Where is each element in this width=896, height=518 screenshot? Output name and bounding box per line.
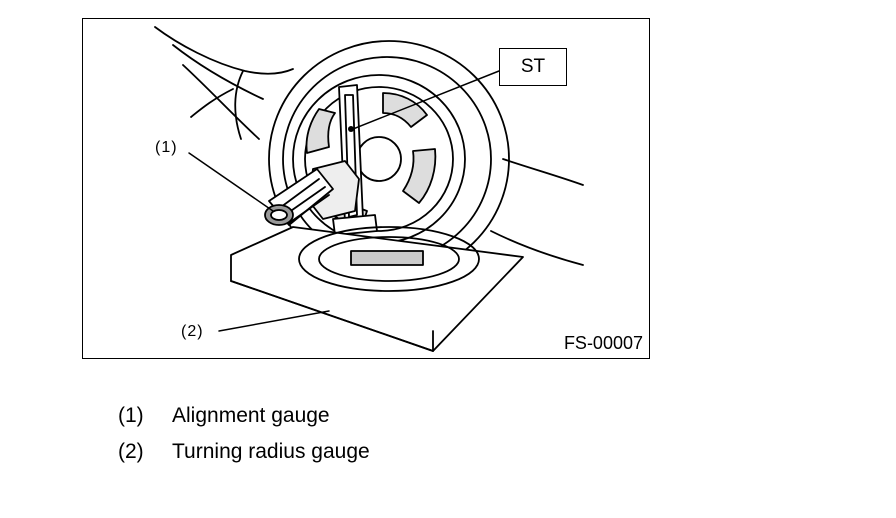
figure-code: FS-00007 xyxy=(563,333,643,353)
figure-frame: (1) (2) ST FS-00007 xyxy=(82,18,650,359)
legend-item: (1) Alignment gauge xyxy=(118,398,370,434)
legend-item: (2) Turning radius gauge xyxy=(118,434,370,470)
legend: (1) Alignment gauge (2) Turning radius g… xyxy=(118,398,370,470)
wheel-alignment-illustration xyxy=(154,26,584,352)
callout-2-label: (2) xyxy=(181,323,204,340)
legend-item-number: (1) xyxy=(118,404,144,427)
st-label-box: ST xyxy=(499,48,567,86)
legend-item-label: Alignment gauge xyxy=(172,404,330,427)
legend-item-number: (2) xyxy=(118,440,144,463)
callout-1-label: (1) xyxy=(155,139,178,156)
legend-item-label: Turning radius gauge xyxy=(172,440,370,463)
